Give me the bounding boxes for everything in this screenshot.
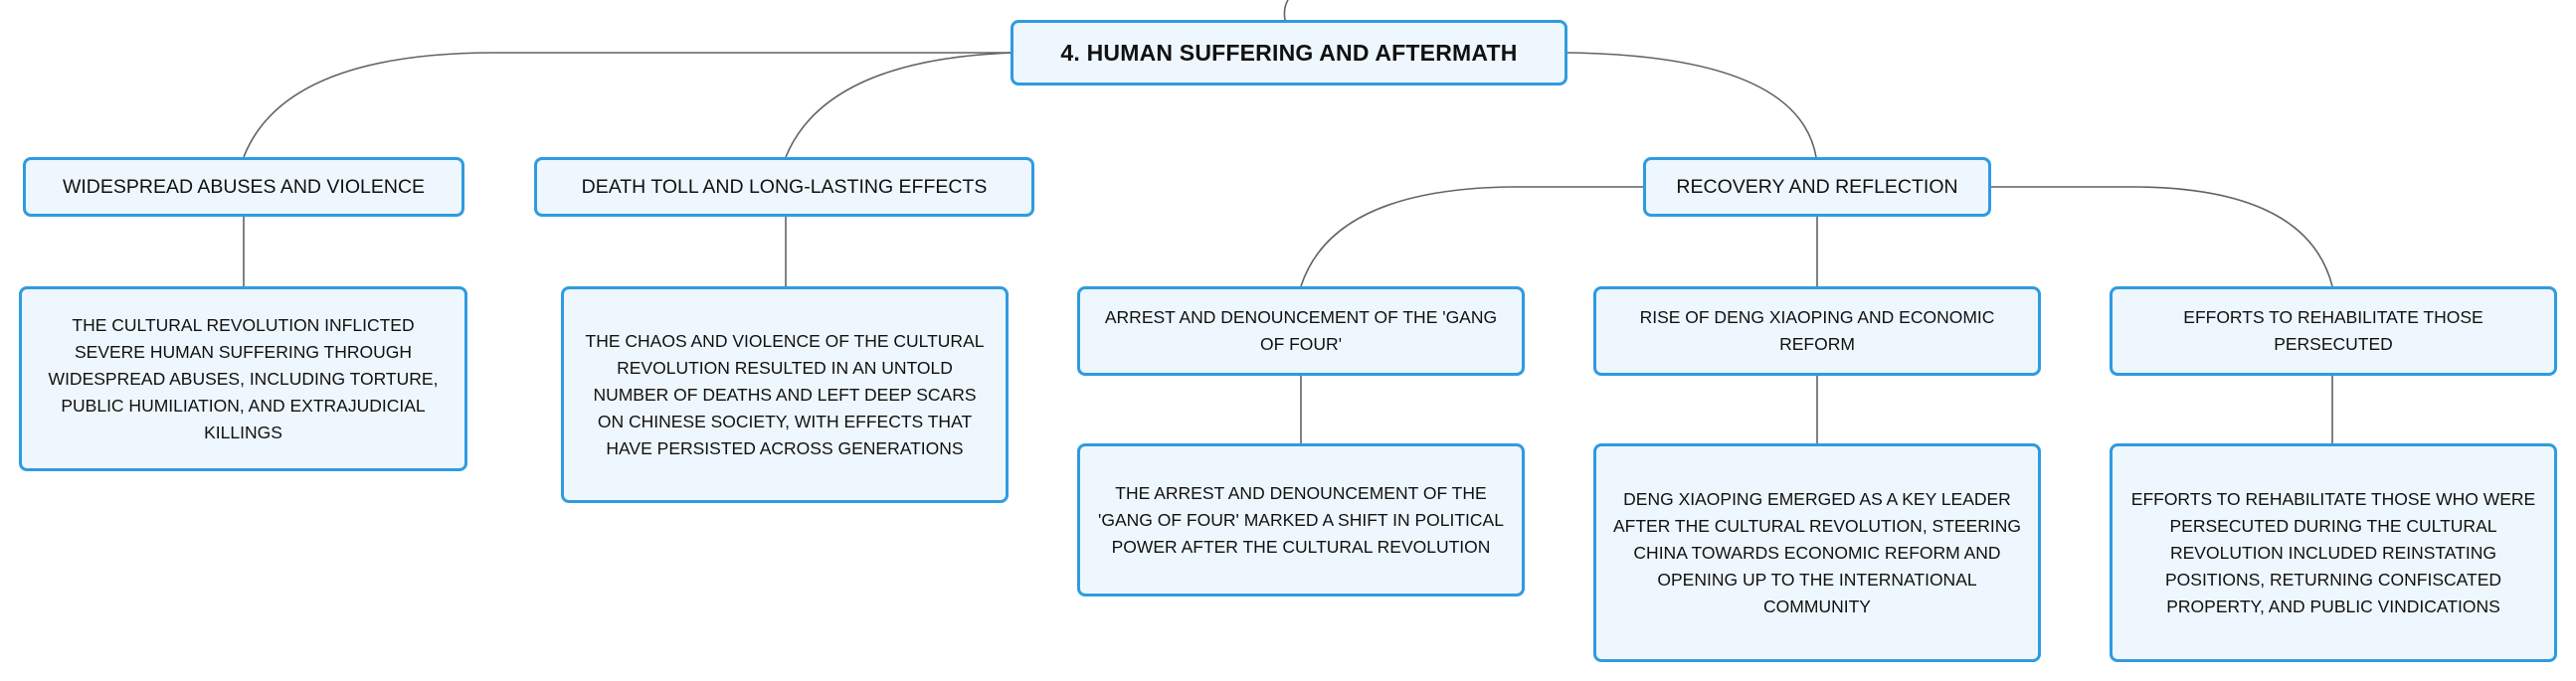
topic-label: RECOVERY AND REFLECTION <box>1676 175 1958 198</box>
subtopic-label: EFFORTS TO REHABILITATE THOSE PERSECUTED <box>2183 307 2484 354</box>
connector-recovery-to-gang-of-four <box>1300 186 1643 287</box>
detail-death-toll-and-long-lasting-effects[interactable]: THE CHAOS AND VIOLENCE OF THE CULTURAL R… <box>561 286 1009 503</box>
topic-label: WIDESPREAD ABUSES AND VIOLENCE <box>62 175 426 198</box>
topic-label: DEATH TOLL AND LONG-LASTING EFFECTS <box>581 175 988 198</box>
subtopic-arrest-of-gang-of-four[interactable]: ARREST AND DENOUNCEMENT OF THE 'GANG OF … <box>1077 286 1525 376</box>
topic-widespread-abuses-and-violence[interactable]: WIDESPREAD ABUSES AND VIOLENCE <box>23 157 464 217</box>
topic-recovery-and-reflection[interactable]: RECOVERY AND REFLECTION <box>1643 157 1991 217</box>
subtopic-label: ARREST AND DENOUNCEMENT OF THE 'GANG OF … <box>1104 307 1498 354</box>
root-topic-human-suffering-and-aftermath[interactable]: 4. HUMAN SUFFERING AND AFTERMATH <box>1011 20 1567 85</box>
detail-text: THE ARREST AND DENOUNCEMENT OF THE 'GANG… <box>1098 482 1504 557</box>
connector-root-to-widespread-abuses <box>243 52 1012 158</box>
connector-root-to-death-toll <box>785 52 1013 158</box>
subtopic-efforts-to-rehabilitate[interactable]: EFFORTS TO REHABILITATE THOSE PERSECUTED <box>2110 286 2557 376</box>
detail-text: THE CULTURAL REVOLUTION INFLICTED SEVERE… <box>48 314 439 442</box>
detail-text: DENG XIAOPING EMERGED AS A KEY LEADER AF… <box>1612 488 2021 616</box>
detail-rise-of-deng-xiaoping[interactable]: DENG XIAOPING EMERGED AS A KEY LEADER AF… <box>1593 443 2041 662</box>
detail-widespread-abuses-and-violence[interactable]: THE CULTURAL REVOLUTION INFLICTED SEVERE… <box>19 286 467 471</box>
subtopic-rise-of-deng-xiaoping[interactable]: RISE OF DENG XIAOPING AND ECONOMIC REFOR… <box>1593 286 2041 376</box>
detail-text: THE CHAOS AND VIOLENCE OF THE CULTURAL R… <box>585 330 985 458</box>
connector-recovery-to-rehabilitate <box>1991 186 2333 287</box>
connector-parent-to-root <box>1283 0 1289 21</box>
topic-death-toll-and-long-lasting-effects[interactable]: DEATH TOLL AND LONG-LASTING EFFECTS <box>534 157 1034 217</box>
subtopic-label: RISE OF DENG XIAOPING AND ECONOMIC REFOR… <box>1639 307 1995 354</box>
connector-root-to-recovery <box>1566 52 1817 158</box>
detail-text: EFFORTS TO REHABILITATE THOSE WHO WERE P… <box>2130 488 2536 616</box>
detail-efforts-to-rehabilitate[interactable]: EFFORTS TO REHABILITATE THOSE WHO WERE P… <box>2110 443 2557 662</box>
detail-arrest-of-gang-of-four[interactable]: THE ARREST AND DENOUNCEMENT OF THE 'GANG… <box>1077 443 1525 596</box>
root-topic-label: 4. HUMAN SUFFERING AND AFTERMATH <box>1060 39 1518 66</box>
